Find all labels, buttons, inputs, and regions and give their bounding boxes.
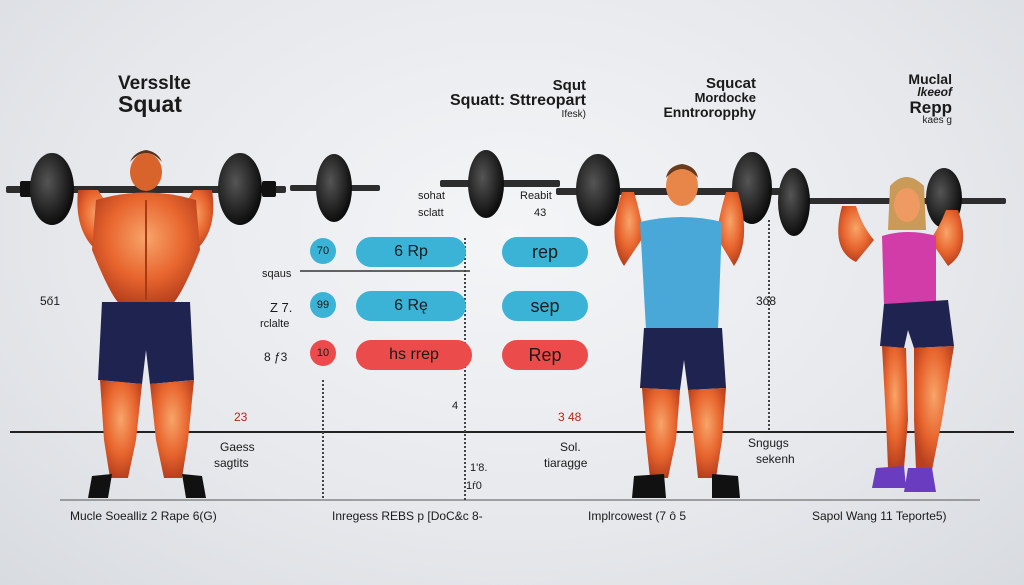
heading-col4-line4: kaes g [922, 114, 952, 126]
heading-col4-line1: Muclal [908, 71, 952, 87]
dotted-guide [322, 380, 324, 498]
label-right-number: 3ő8 [756, 294, 777, 308]
dotted-guide [464, 238, 466, 500]
footer-caption-4: Sapol Wang 11 Teporte5) [812, 509, 947, 523]
label-18b: 1ŕ0 [466, 480, 482, 492]
label-18a: 1'8. [470, 462, 488, 474]
barbell-center [290, 150, 560, 222]
figure-man-front [556, 152, 806, 498]
label-mid-top2: sclatt [418, 207, 444, 219]
heading-col4-line3: Repp [909, 97, 953, 117]
label-gaess-1: Gaess [220, 440, 255, 454]
label-mid-top3: Reabit [520, 190, 552, 202]
label-left-number: 5ő1 [40, 294, 61, 308]
label-348: 3 48 [558, 410, 582, 424]
heading-col1-line2: Squat [118, 91, 182, 118]
heading-col3-line3: Enntroropphy [663, 103, 756, 120]
label-mid-top1: sohat [418, 190, 445, 202]
heading-col3: Squcat Mordocke Enntroropphy [656, 76, 756, 119]
dotted-guide [768, 220, 770, 430]
label-row2a: Z 7. [270, 300, 293, 315]
label-23: 23 [234, 410, 248, 424]
heading-col2: Squt Squatt: Sttreopart Ifesk) [416, 78, 586, 120]
heading-col4-line2: lkeeof [917, 85, 952, 100]
label-mid-four: 4 [452, 400, 459, 412]
figure-woman [778, 168, 1006, 492]
row1-circle: 70 [310, 238, 336, 264]
heading-col2-line2: Squatt: Sttreopart [450, 92, 586, 110]
label-mid-top4: 43 [534, 207, 547, 219]
label-sol-1: Sol. [560, 440, 581, 454]
label-row2b: rclalte [260, 318, 290, 330]
footer-caption-1: Mucle Soealliz 2 Rape 6(G) [70, 509, 217, 523]
row3-pill-right: Rep [502, 340, 588, 370]
row2-pill-left: 6 Rę [356, 291, 466, 321]
row3-circle: 10 [310, 340, 336, 366]
heading-col3-line2: Mordocke [694, 90, 756, 106]
heading-col1: Versslte Squat [118, 74, 191, 117]
row2-circle: 99 [310, 292, 336, 318]
footer-caption-3: Implrcowest (7 ô 5 [588, 509, 687, 523]
label-sol-2: tiaragge [544, 456, 588, 470]
label-row3: 8 ƒ3 [264, 350, 288, 364]
label-sng-2: sekenh [756, 452, 795, 466]
heading-col2-line3: Ifesk) [561, 108, 586, 120]
row1-pill-left: 6 Rp [356, 237, 466, 267]
figure-man-back [6, 150, 286, 498]
heading-col4: Muclal lkeeof Repp kaes g [860, 72, 952, 126]
label-sng-1: Sngugs [748, 436, 789, 450]
heading-col3-line1: Squcat [705, 75, 756, 92]
footer-caption-2: Inregess REBS p [DoC&c 8- [332, 509, 483, 523]
label-gaess-2: sagtits [214, 456, 249, 470]
label-row1: sqaus [262, 268, 292, 280]
row1-pill-right: rep [502, 237, 588, 267]
row2-pill-right: sep [502, 291, 588, 321]
row3-pill-left: hs rrep [356, 340, 472, 370]
heading-col2-line1: Squt [552, 77, 586, 94]
heading-col1-line1: Versslte [118, 73, 191, 94]
